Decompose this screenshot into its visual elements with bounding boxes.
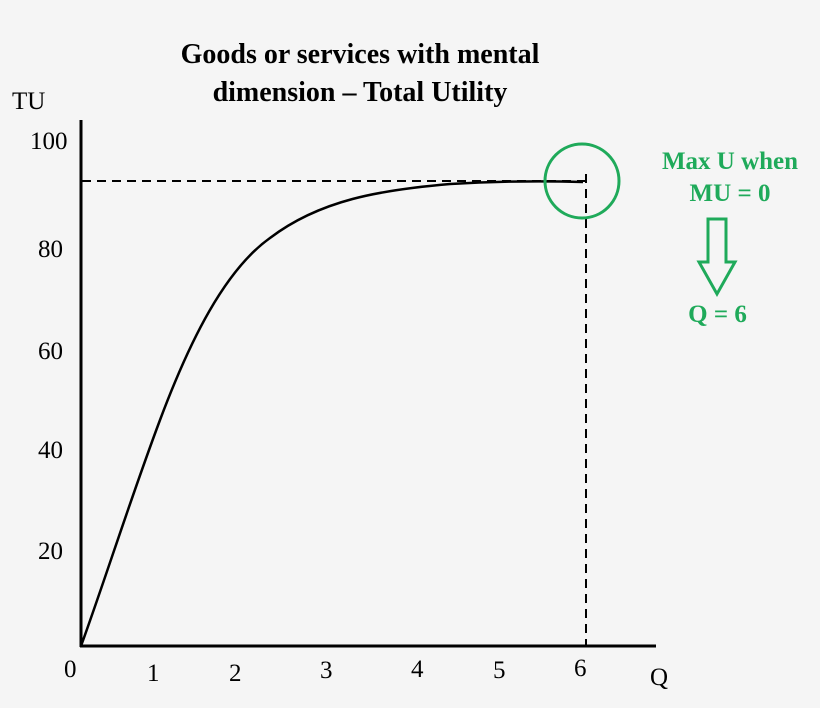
- y-tick-80: 80: [38, 236, 63, 263]
- note-line-2: MU = 0: [689, 180, 771, 207]
- title-line-2: dimension – Total Utility: [212, 77, 508, 108]
- title-line-1: Goods or services with mental: [180, 39, 540, 70]
- y-tick-60: 60: [38, 338, 63, 365]
- x-tick-5: 5: [493, 657, 506, 684]
- max-point-circle: [543, 142, 621, 220]
- note-line-1: Max U when: [661, 148, 799, 175]
- max-utility-note: Max U when MU = 0: [640, 146, 820, 210]
- x-tick-6: 6: [574, 655, 587, 682]
- tu-curve: [79, 180, 584, 647]
- x-tick-2: 2: [229, 660, 242, 687]
- x-tick-4: 4: [411, 656, 424, 683]
- x-axis-label: Q: [650, 664, 669, 691]
- y-axis-label: TU: [12, 88, 46, 115]
- x-tick-0: 0: [64, 656, 77, 683]
- y-tick-100: 100: [30, 128, 68, 155]
- x-tick-1: 1: [147, 660, 160, 687]
- chart-title: Goods or services with mental dimension …: [130, 36, 590, 112]
- y-tick-40: 40: [38, 437, 63, 464]
- x-tick-3: 3: [320, 657, 333, 684]
- q-result-note: Q = 6: [688, 301, 747, 328]
- y-tick-20: 20: [38, 538, 63, 565]
- down-arrow-icon: [696, 217, 738, 298]
